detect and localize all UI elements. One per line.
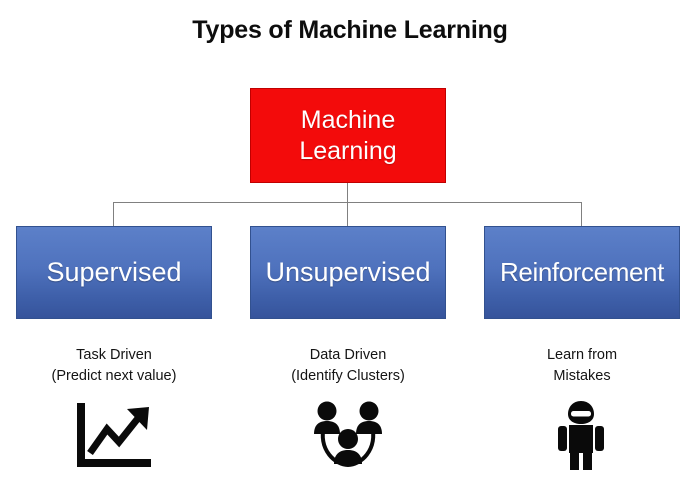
- node-unsupervised-label: Unsupervised: [265, 257, 431, 287]
- node-machine-learning[interactable]: Machine Learning: [250, 88, 446, 183]
- node-unsupervised[interactable]: Unsupervised: [250, 226, 446, 319]
- page-title: Types of Machine Learning: [192, 16, 508, 44]
- connector-root-stem: [347, 183, 348, 202]
- node-supervised-label: Supervised: [46, 257, 182, 287]
- people-cluster-icon: [314, 401, 382, 468]
- icon-slot-unsupervised: [231, 396, 465, 471]
- robot-figure-icon: [558, 401, 604, 470]
- caption-reinforcement: Learn from Mistakes: [546, 347, 618, 384]
- node-reinforcement-label: Reinforcement: [500, 257, 664, 287]
- icon-slot-supervised: [0, 396, 230, 471]
- node-machine-learning-label: Machine Learning: [299, 106, 397, 165]
- connector-drop-unsupervised: [347, 202, 348, 226]
- line-chart-uptrend-icon: [77, 403, 151, 467]
- node-reinforcement[interactable]: Reinforcement: [484, 226, 680, 319]
- connector-drop-reinforcement: [581, 202, 582, 226]
- node-supervised[interactable]: Supervised: [16, 226, 212, 319]
- connector-drop-supervised: [113, 202, 114, 226]
- icon-slot-reinforcement: [464, 396, 698, 471]
- caption-unsupervised: Data Driven (Identify Clusters): [291, 347, 405, 384]
- caption-supervised: Task Driven (Predict next value): [51, 347, 177, 384]
